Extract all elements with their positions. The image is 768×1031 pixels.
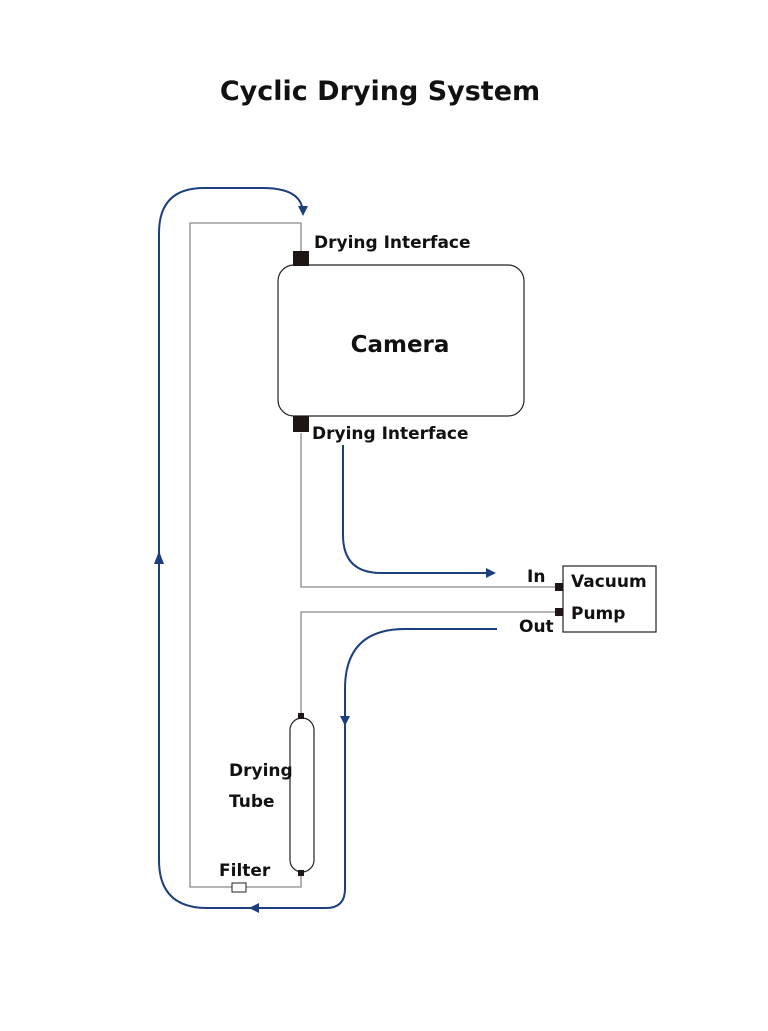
pipe-network bbox=[189, 222, 557, 888]
camera-to-pump-in-pipe bbox=[300, 433, 557, 588]
flow-arrow-up-indicator bbox=[154, 551, 164, 564]
drying-tube-bottom-cap bbox=[298, 870, 304, 876]
camera-unit: Camera bbox=[277, 264, 525, 417]
flow-arrow-return-to-camera bbox=[158, 187, 308, 909]
filter-unit: Filter bbox=[219, 861, 271, 893]
drying-tube-top-cap bbox=[298, 713, 304, 719]
bottom-drying-interface-label: Drying Interface bbox=[312, 424, 469, 444]
filter-to-tube-pipe bbox=[246, 873, 302, 888]
drying-tube-label-line1: Drying bbox=[229, 761, 293, 781]
top-drying-interface-label: Drying Interface bbox=[314, 233, 471, 253]
filter-label: Filter bbox=[219, 861, 271, 881]
camera-box bbox=[277, 264, 525, 417]
flow-arrow-tube-to-filter bbox=[249, 720, 346, 913]
filter bbox=[231, 882, 247, 893]
top-drying-interface-block bbox=[293, 251, 309, 266]
return-pipe bbox=[189, 222, 302, 888]
flow-arrows bbox=[154, 187, 497, 913]
drying-tube-unit: Drying Tube bbox=[229, 713, 315, 876]
drying-interfaces: Drying Interface Drying Interface bbox=[293, 233, 471, 444]
drying-tube bbox=[289, 717, 315, 873]
pump-label-line1: Vacuum bbox=[571, 572, 647, 592]
flow-arrow-camera-to-pump bbox=[342, 445, 496, 578]
pump-label-line2: Pump bbox=[571, 604, 625, 624]
pump-in-port bbox=[555, 583, 563, 591]
bottom-drying-interface-block bbox=[293, 416, 309, 432]
camera-label: Camera bbox=[351, 332, 450, 358]
pump-out-label: Out bbox=[519, 617, 554, 637]
flow-arrow-pump-to-tube bbox=[340, 628, 497, 726]
pump-out-port bbox=[555, 608, 563, 616]
vacuum-pump: Vacuum Pump In Out bbox=[519, 565, 657, 637]
pump-out-to-tube-pipe bbox=[300, 611, 557, 715]
pump-in-label: In bbox=[527, 567, 545, 587]
drying-tube-label-line2: Tube bbox=[229, 792, 275, 812]
diagram-title: Cyclic Drying System bbox=[220, 76, 540, 107]
vacuum-pump-box bbox=[562, 565, 657, 633]
